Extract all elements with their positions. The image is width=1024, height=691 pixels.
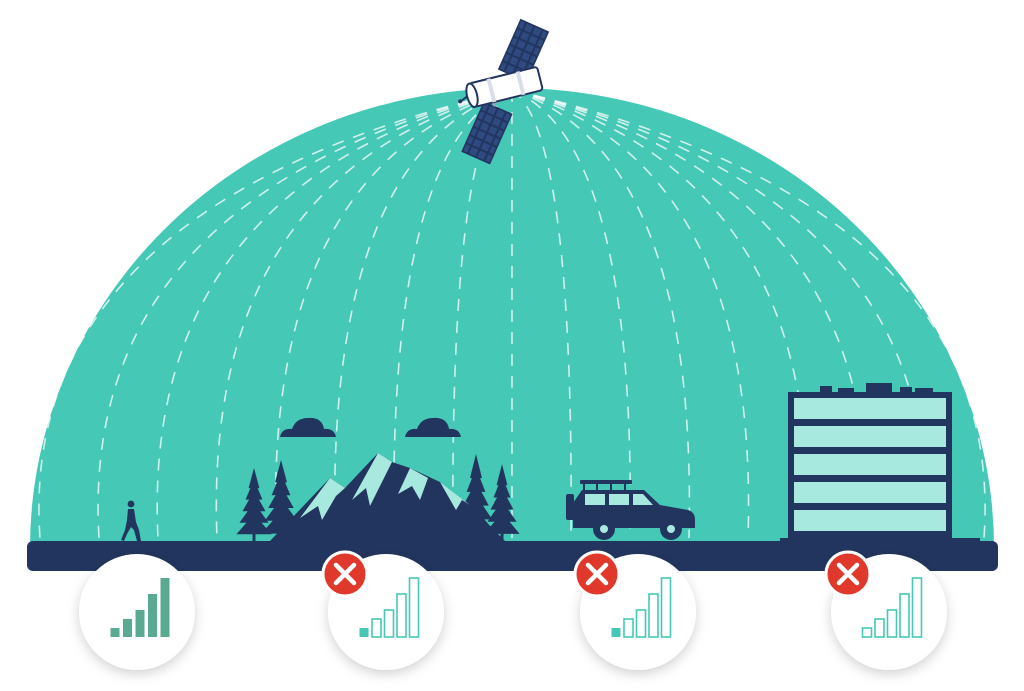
pine-tree-icon [236,454,520,542]
signal-bar [660,577,672,638]
signal-bar [861,627,873,638]
signal-bar [396,593,407,638]
building-window [794,510,946,531]
signal-ray [511,89,986,539]
signal-bar [371,618,382,638]
signal-ray [215,89,513,539]
mountain-icon [270,453,505,541]
signal-ray [511,89,632,539]
signal-bar [135,610,145,637]
pine-tree [261,460,301,542]
signal-bar [408,577,420,638]
signal-ray [274,89,513,539]
signal-ray [38,89,513,539]
signal-bar [110,628,120,637]
x-badge-icon [573,550,621,598]
signal-ray [156,89,513,539]
signal-bar [899,593,910,638]
suv-icon [566,480,695,540]
signal-indicator-mountains [321,550,444,670]
signal-ray [511,89,691,539]
signal-indicator-building [824,550,947,670]
signal-bar [160,578,170,637]
signal-bar [611,628,621,637]
building-window [794,426,946,447]
signal-rays [38,89,986,539]
signal-indicators [79,550,947,670]
pine-tree [236,468,272,542]
building-window [794,454,946,475]
signal-ray [97,89,513,539]
signal-bar [123,619,132,637]
signal-ray [333,89,513,539]
x-badge-icon [321,550,369,598]
signal-bar [874,618,885,638]
signal-ray [511,89,572,539]
signal-indicator-open-field [79,554,195,670]
signal-bar [911,577,923,638]
satellite-icon [458,18,550,165]
walking-person-icon [121,500,141,541]
signal-bar [648,593,659,638]
building-window [794,482,946,503]
building-icon [780,383,980,544]
signal-bar [148,594,157,637]
signal-ray [511,89,750,539]
building-window [794,398,946,419]
signal-bar [359,628,369,637]
signal-bar [623,618,634,638]
cloud-icon [280,417,461,437]
x-badge-icon [824,550,872,598]
signal-bar [383,609,395,638]
ground-bar [27,541,998,571]
pine-tree [484,464,520,542]
signal-bar [635,609,647,638]
signal-ray [392,89,513,539]
signal-bar [886,609,898,638]
building-windows [794,398,946,531]
signal-indicator-vehicle [573,550,696,670]
